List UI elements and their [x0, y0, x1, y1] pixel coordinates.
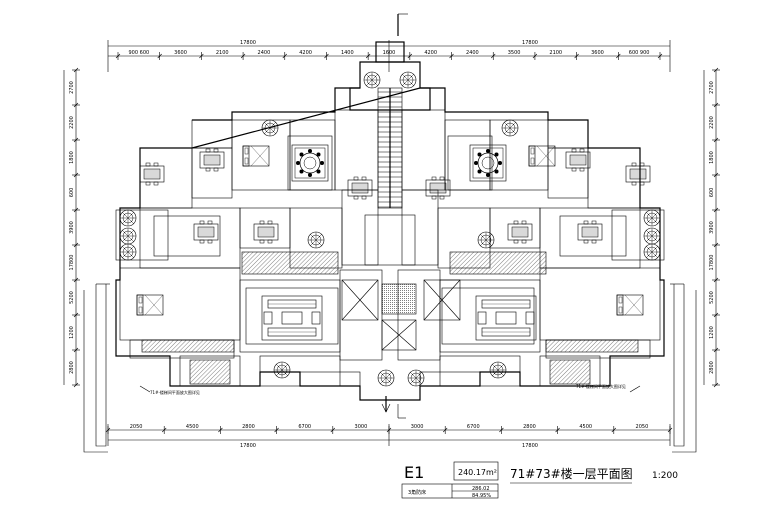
bottom-segment-dim: 2050	[636, 424, 649, 430]
top-total-right-dim: 17800	[522, 40, 538, 46]
table-label: 3角防床	[408, 489, 426, 496]
bottom-segment-dim: 2800	[523, 424, 536, 430]
top-segment-dim: 2400	[258, 50, 271, 56]
unit-type-label: E1	[404, 463, 424, 482]
top-segment-dim: 4200	[299, 50, 312, 56]
right-side-dim: 1800	[709, 151, 715, 164]
top-total-left-dim: 17800	[240, 40, 256, 46]
bottom-total-right-dim: 17800	[522, 443, 538, 449]
top-dimension-chain: 900 600 3600 2100 2400 4200 1400 1600 4200 2400 3…	[107, 40, 671, 72]
bottom-segment-dim: 2800	[242, 424, 255, 430]
top-segment-dim: 3600	[591, 50, 604, 56]
left-side-dim: 2800	[69, 361, 75, 374]
top-segment-dim: 900 600	[129, 50, 150, 56]
right-side-dim: 600	[709, 188, 715, 198]
section-marker-top	[397, 13, 408, 36]
top-segment-dim: 3600	[174, 50, 187, 56]
right-side-dim: 1200	[709, 326, 715, 339]
right-dimension-chain: 2700 2200 1800 600 3900 17800 5200 1200 2800	[703, 67, 720, 388]
bottom-segment-dim: 3000	[411, 424, 424, 430]
top-segment-dim: 1600	[383, 50, 396, 56]
drawing-scale: 1:200	[652, 471, 678, 481]
bottom-segment-dim: 6700	[467, 424, 480, 430]
left-side-dim: 3900	[69, 221, 75, 234]
right-side-dim: 5200	[709, 291, 715, 304]
right-side-dim: 2200	[709, 116, 715, 129]
area-value: 240.17m²	[458, 468, 497, 477]
drawing-title: 71#73#楼一层平面图	[510, 466, 633, 481]
left-side-dim: 2700	[69, 81, 75, 94]
top-segment-dim: 2100	[216, 50, 229, 56]
top-segment-dim: 2400	[466, 50, 479, 56]
right-side-dim: 2700	[709, 81, 715, 94]
title-block: E1 240.17m² 3角防床 286.02 84.95% 71#73#楼一层…	[401, 461, 678, 499]
left-dimension-chain: 2700 2200 1800 600 3900 17800 5200 1200 2800	[63, 67, 80, 388]
bottom-segment-dim: 6700	[298, 424, 311, 430]
left-side-dim: 17800	[69, 255, 75, 271]
top-segment-dim: 600 900	[629, 50, 650, 56]
top-segment-dim: 2100	[549, 50, 562, 56]
left-side-dim: 2200	[69, 116, 75, 129]
left-side-dim: 1200	[69, 326, 75, 339]
central-staircase	[364, 87, 416, 266]
table-value-2: 84.95%	[472, 493, 491, 499]
left-side-dim: 5200	[69, 291, 75, 304]
right-side-dim: 3900	[709, 221, 715, 234]
bottom-total-left-dim: 17800	[240, 443, 256, 449]
top-segment-dim: 3500	[508, 50, 521, 56]
note-left: 71#-楼梯间平面放大图详见	[150, 389, 200, 395]
right-side-dim: 2800	[709, 361, 715, 374]
right-side-dim: 17800	[709, 255, 715, 271]
left-side-dim: 1800	[69, 151, 75, 164]
left-side-dim: 600	[69, 188, 75, 198]
bottom-dimension-chain: 2050 4500 2800 6700 3000 3000 6700 2800 4500 2050…	[105, 424, 673, 449]
top-segment-dim: 4200	[424, 50, 437, 56]
note-right: 71#-楼梯间平面放大图详见	[576, 383, 626, 389]
bottom-segment-dim: 2050	[130, 424, 143, 430]
bottom-segment-dim: 4500	[186, 424, 199, 430]
annotation-notes: 71#-楼梯间平面放大图详见 71#-楼梯间平面放大图详见	[139, 383, 641, 419]
bottom-segment-dim: 3000	[355, 424, 368, 430]
entry-hall-tiles	[141, 251, 639, 385]
table-value-1: 286.02	[472, 486, 490, 492]
top-segment-dim: 1400	[341, 50, 354, 56]
bottom-segment-dim: 4500	[579, 424, 592, 430]
